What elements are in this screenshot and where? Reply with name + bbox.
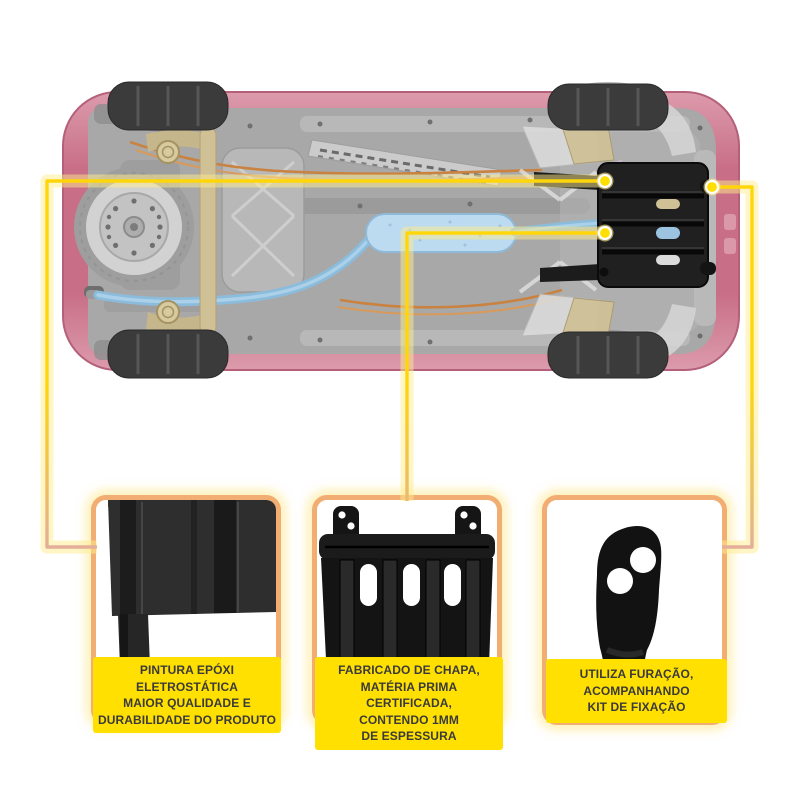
car-underbody-illustration bbox=[62, 81, 740, 379]
tire-rear-right bbox=[107, 329, 229, 379]
tire-front-right bbox=[547, 331, 669, 379]
caption-mounting-kit: UTILIZA FURAÇÃO, ACOMPANHANDO KIT DE FIX… bbox=[546, 659, 727, 723]
tire-rear-left bbox=[107, 81, 229, 131]
caption-epoxy-paint: PINTURA EPÓXI ELETROSTÁTICA MAIOR QUALID… bbox=[93, 657, 281, 733]
spare-wheel bbox=[74, 167, 194, 287]
tire-front-left bbox=[547, 83, 669, 131]
muffler bbox=[365, 213, 517, 253]
caption-steel-sheet: FABRICADO DE CHAPA, MATÉRIA PRIMA CERTIF… bbox=[315, 657, 503, 750]
